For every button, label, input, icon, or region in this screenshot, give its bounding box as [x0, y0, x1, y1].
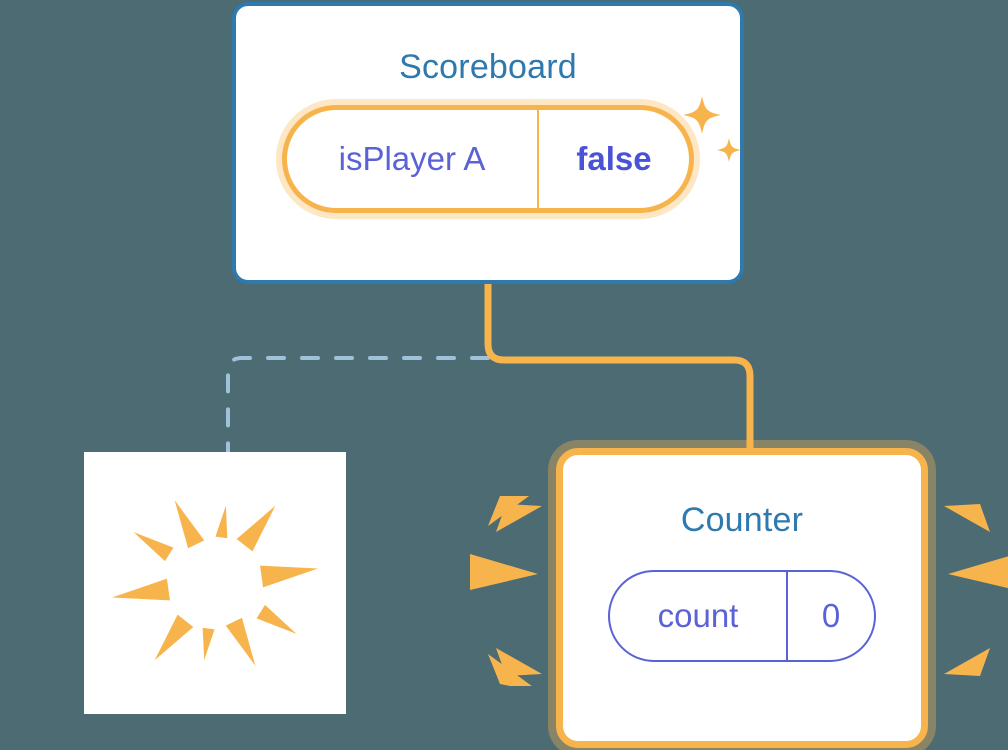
sparkle-small-icon: [717, 138, 741, 162]
ray: [496, 504, 542, 532]
sparkle-group: [683, 96, 741, 162]
burst-rays: [112, 500, 318, 666]
ray: [948, 556, 1008, 589]
scoreboard-state-value: false: [576, 140, 652, 177]
burst-card-surface: [86, 454, 344, 712]
scoreboard-title: Scoreboard: [399, 48, 577, 86]
counter-title: Counter: [680, 501, 804, 539]
ray: [944, 504, 990, 532]
counter-state-key: count: [657, 597, 739, 634]
connector-scoreboard-to-counter: [484, 284, 754, 458]
sparkle-large-icon: [683, 96, 721, 134]
counter-rays-left: [470, 496, 542, 686]
counter-state-value-cell: 0: [786, 572, 874, 660]
scoreboard-state-row[interactable]: isPlayer A false: [282, 105, 694, 213]
ray: [944, 648, 990, 676]
counter-state-value: 0: [821, 597, 841, 634]
connector-scoreboard-to-burst-card: [226, 356, 490, 484]
counter-state-key-cell: count: [610, 572, 786, 660]
counter-rays-right: [944, 504, 1008, 676]
ray: [470, 554, 538, 590]
scoreboard-state-key-cell: isPlayer A: [287, 110, 537, 208]
scoreboard-state-key: isPlayer A: [338, 140, 486, 177]
scoreboard-card[interactable]: Scoreboard isPlayer A false: [232, 2, 744, 284]
scoreboard-state-value-cell: false: [537, 110, 689, 208]
burst-card[interactable]: [84, 452, 346, 714]
counter-card[interactable]: Counter count 0: [556, 448, 928, 748]
scoreboard-state-row-wrap: isPlayer A false: [236, 105, 740, 213]
ray: [496, 648, 542, 676]
burst-card-graphic: [86, 454, 344, 712]
counter-state-row[interactable]: count 0: [608, 570, 876, 662]
